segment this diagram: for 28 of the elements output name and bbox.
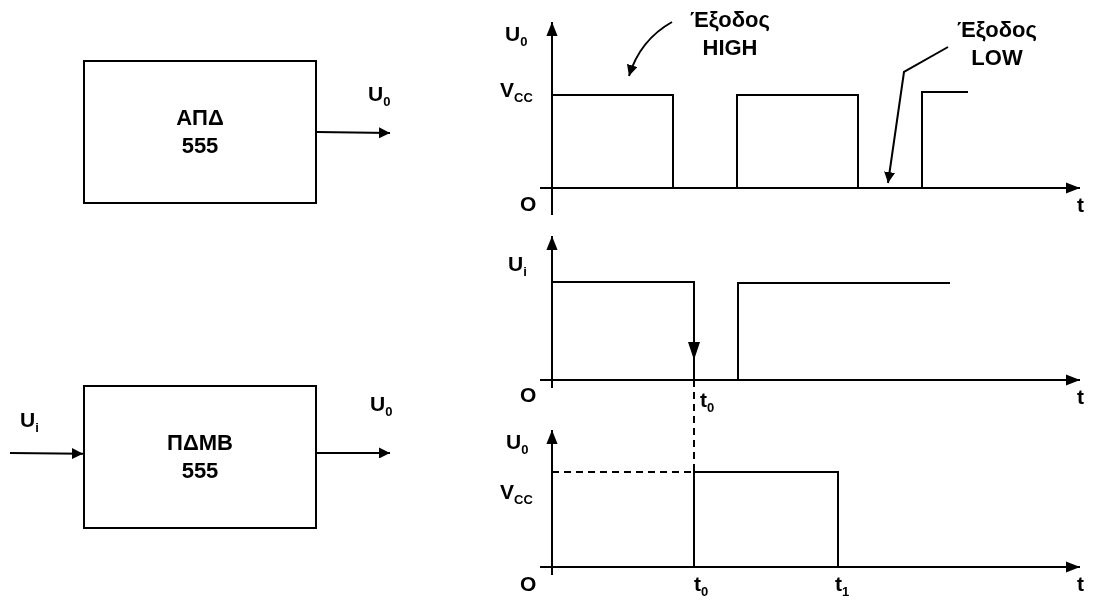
- arrow: [9, 448, 84, 460]
- leader-line: [884, 46, 949, 184]
- axis-label: t: [1077, 193, 1084, 217]
- arrow: [316, 447, 391, 459]
- arrow: [316, 127, 391, 139]
- edge-label: U$_{0}$: [370, 392, 393, 422]
- block-box: [83, 60, 317, 204]
- tick-label: t$_{0}$: [700, 388, 715, 418]
- tick-label: t$_{1}$: [835, 572, 850, 602]
- axis-label: V$_{CC}$: [500, 480, 533, 510]
- tick-label: t$_{0}$: [694, 572, 709, 602]
- axis-label: V$_{CC}$: [500, 78, 533, 108]
- callout-text: Έξοδος LOW: [956, 16, 1038, 72]
- axis-label: U$_{0}$: [505, 22, 528, 52]
- axis-label: U$_{i}$: [508, 252, 527, 282]
- callout-text: Έξοδος HIGH: [689, 6, 771, 62]
- axis-label: t: [1077, 572, 1084, 596]
- axis-label: t: [1077, 385, 1084, 409]
- block-label: ΠΔΜΒ 555: [166, 429, 234, 485]
- origin-label: O: [520, 572, 537, 596]
- block-box: [83, 385, 317, 529]
- edge-label: U$_{0}$: [368, 82, 391, 112]
- origin-label: O: [520, 192, 537, 216]
- block-label: ΑΠΔ 555: [175, 104, 225, 160]
- leader-line: [627, 21, 673, 77]
- edge-label: U$_{i}$: [20, 408, 39, 438]
- axis-label: U$_{0}$: [506, 430, 529, 460]
- origin-label: O: [520, 383, 537, 407]
